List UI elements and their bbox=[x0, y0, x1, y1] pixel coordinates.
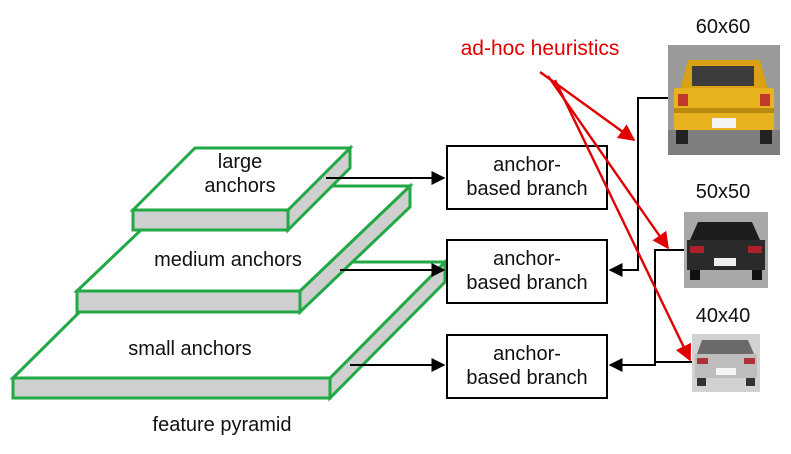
branch-label-2: anchor-based branch bbox=[466, 248, 587, 294]
heuristics-label: ad-hoc heuristics bbox=[461, 37, 620, 60]
branch-box-1: anchor-based branch bbox=[446, 145, 608, 210]
vehicle-image-yellow-truck bbox=[668, 45, 780, 155]
size-label-2: 50x50 bbox=[696, 181, 751, 203]
vehicle-image-dark-sedan bbox=[684, 212, 768, 288]
layer-label-medium: medium anchors bbox=[154, 249, 302, 271]
layer-label-small: small anchors bbox=[128, 338, 251, 360]
vehicle-image-silver-sedan bbox=[692, 334, 760, 392]
arrow-image2-to-branch bbox=[608, 249, 684, 372]
branch-box-3: anchor-based branch bbox=[446, 334, 608, 399]
size-label-3: 40x40 bbox=[696, 305, 751, 327]
branch-label-3: anchor-based branch bbox=[466, 343, 587, 389]
heuristic-arrow-3 bbox=[553, 79, 692, 362]
heuristic-arrow-1 bbox=[539, 71, 636, 141]
branch-box-2: anchor-based branch bbox=[446, 239, 608, 304]
arrow-image1-to-branch bbox=[608, 97, 668, 277]
layer-medium-anchors: medium anchors bbox=[73, 182, 414, 316]
branch-label-1: anchor-based branch bbox=[466, 154, 587, 200]
size-label-1: 60x60 bbox=[696, 16, 751, 38]
pyramid-caption: feature pyramid bbox=[153, 414, 292, 436]
